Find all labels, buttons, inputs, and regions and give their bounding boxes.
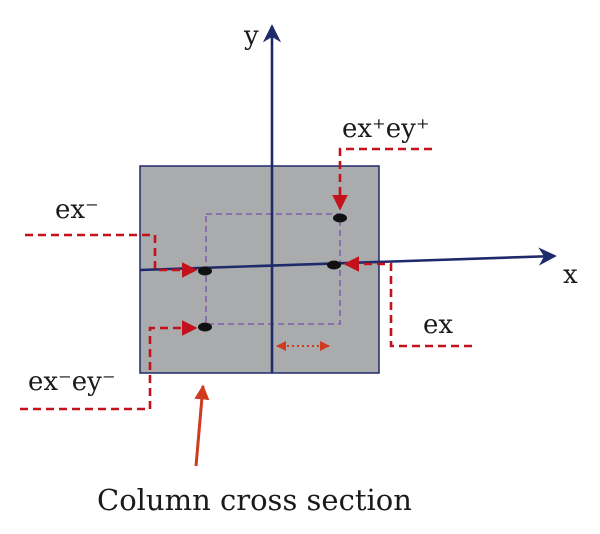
load-point-ex-minus bbox=[198, 266, 212, 276]
load-point-ex-minus-ey-minus bbox=[198, 322, 212, 332]
load-point-ex-plus-ey-plus bbox=[333, 213, 347, 223]
label-ex-minus: ex⁻ bbox=[55, 195, 99, 225]
y-axis-label: y bbox=[243, 21, 259, 51]
label-ex-plus-ey-plus: ex⁺ey⁺ bbox=[342, 114, 430, 144]
load-point-ex bbox=[327, 260, 341, 270]
load-path-ex bbox=[343, 256, 472, 348]
load-path-ex-minus-ey-minus bbox=[20, 320, 198, 411]
label-ex-minus-ey-minus: ex⁻ey⁻ bbox=[28, 367, 116, 397]
caption-arrow bbox=[194, 384, 210, 467]
x-axis-label: x bbox=[563, 260, 578, 290]
load-path-ex-plus-ey-plus bbox=[332, 147, 432, 211]
label-ex: ex bbox=[423, 310, 453, 340]
caption-column-cross-section: Column cross section bbox=[97, 483, 412, 517]
load-path-ex-minus bbox=[25, 233, 198, 278]
